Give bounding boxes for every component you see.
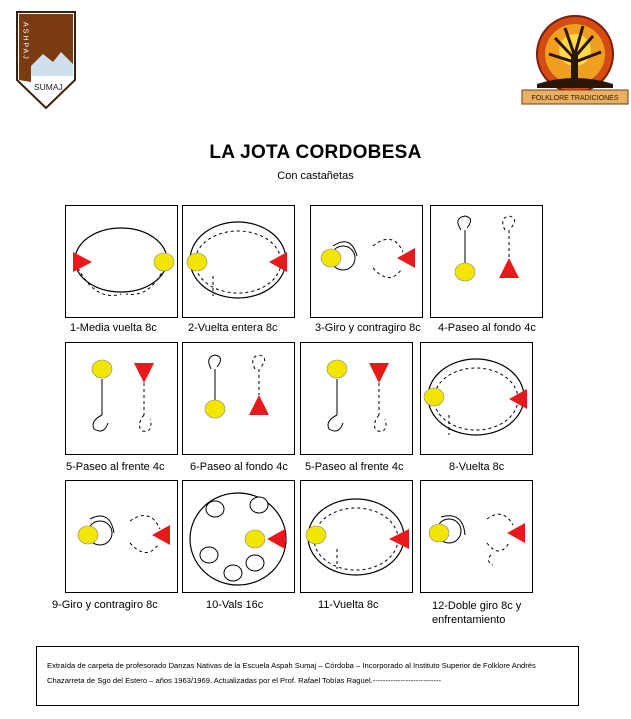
svg-text:SUMAJ: SUMAJ bbox=[34, 82, 63, 92]
figure-3-caption: 3-Giro y contragiro 8c bbox=[315, 322, 421, 334]
source-note: Extraída de carpeta de profesorado Danza… bbox=[36, 646, 579, 706]
svg-text:ASHPAJ: ASHPAJ bbox=[22, 22, 29, 61]
figure-11-full-turn bbox=[300, 480, 413, 593]
figure-10-waltz bbox=[182, 480, 295, 593]
figure-7-caption: 5-Paseo al frente 4c bbox=[305, 461, 404, 473]
figure-9-caption: 9-Giro y contragiro 8c bbox=[52, 599, 158, 611]
figure-3-turn-counterturn bbox=[310, 205, 423, 318]
figure-5-caption: 5-Paseo al frente 4c bbox=[66, 461, 165, 473]
ashpaj-sumaj-logo: ASHPAJ SUMAJ bbox=[15, 10, 77, 110]
figure-1-half-turn bbox=[65, 205, 178, 318]
figure-10-caption: 10-Vals 16c bbox=[206, 599, 264, 611]
figure-4-caption: 4-Paseo al fondo 4c bbox=[438, 322, 536, 334]
figure-4-walk-back bbox=[430, 205, 543, 318]
figure-2-full-turn bbox=[182, 205, 295, 318]
figure-12-double-turn bbox=[420, 480, 533, 593]
figure-1-caption: 1-Media vuelta 8c bbox=[70, 322, 157, 334]
source-note-text: Extraída de carpeta de profesorado Danza… bbox=[47, 661, 536, 685]
figure-9-turn-counterturn bbox=[65, 480, 178, 593]
folklore-tradiciones-logo: FOLKLORE TRADICIONES bbox=[521, 14, 629, 106]
figure-2-caption: 2-Vuelta entera 8c bbox=[188, 322, 278, 334]
figure-6-walk-back bbox=[182, 342, 295, 455]
figure-11-caption: 11-Vuelta 8c bbox=[318, 599, 379, 611]
figure-6-caption: 6-Paseo al fondo 4c bbox=[190, 461, 288, 473]
figure-8-full-turn bbox=[420, 342, 533, 455]
page-subtitle: Con castañetas bbox=[277, 170, 354, 182]
figure-8-caption: 8-Vuelta 8c bbox=[449, 461, 505, 473]
figure-5-walk-forward bbox=[65, 342, 178, 455]
page-title: LA JOTA CORDOBESA bbox=[209, 142, 422, 163]
logo-caption: FOLKLORE TRADICIONES bbox=[531, 95, 618, 102]
figure-7-walk-forward bbox=[300, 342, 413, 455]
figure-12-caption: 12-Doble giro 8c y enfrentamiento bbox=[432, 600, 522, 626]
